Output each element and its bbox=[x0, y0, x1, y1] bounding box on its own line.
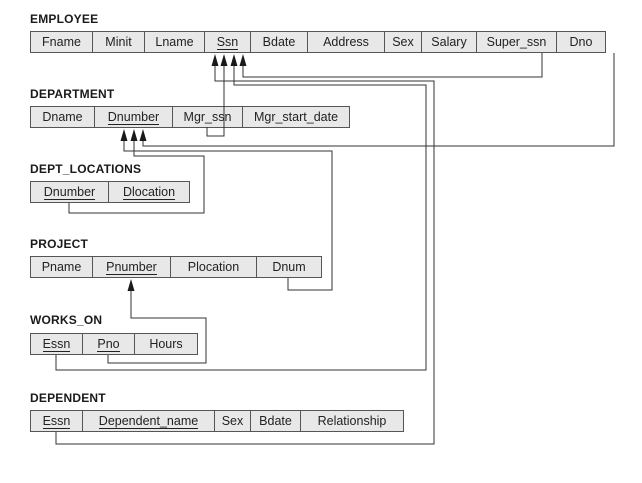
column-minit: Minit bbox=[93, 32, 145, 52]
column-pname: Pname bbox=[31, 257, 93, 277]
table-department: Dname Dnumber Mgr_ssn Mgr_start_date bbox=[30, 106, 350, 128]
column-bdate: Bdate bbox=[251, 411, 301, 431]
column-address: Address bbox=[308, 32, 385, 52]
column-dlocation: Dlocation bbox=[122, 185, 176, 200]
column-dno: Dno bbox=[569, 35, 593, 49]
column-dependent-name: Dependent_name bbox=[83, 411, 215, 431]
column-mgr-start-date: Mgr_start_date bbox=[253, 110, 339, 124]
column-pno: Pno bbox=[83, 334, 135, 354]
column-hours: Hours bbox=[149, 337, 183, 351]
column-sex: Sex bbox=[215, 411, 251, 431]
column-salary: Salary bbox=[422, 32, 477, 52]
arrowhead-dno bbox=[139, 129, 147, 141]
table-project: Pname Pnumber Plocation Dnum bbox=[30, 256, 322, 278]
column-dnumber: Dnumber bbox=[31, 182, 109, 202]
table-dependent: Essn Dependent_name Sex Bdate Relationsh… bbox=[30, 410, 404, 432]
column-mgr-ssn: Mgr_ssn bbox=[173, 107, 243, 127]
column-ssn: Ssn bbox=[205, 32, 251, 52]
arrowhead-dept-locations-dnumber bbox=[130, 129, 138, 141]
column-super-ssn: Super_ssn bbox=[477, 32, 557, 52]
table-works-on: Essn Pno Hours bbox=[30, 333, 198, 355]
arrowhead-pno bbox=[127, 279, 135, 291]
column-essn: Essn bbox=[31, 334, 83, 354]
arrowhead-dnum bbox=[120, 129, 128, 141]
arrowhead-dependent-essn bbox=[211, 54, 219, 66]
table-title-dependent: DEPENDENT bbox=[30, 391, 106, 405]
table-title-works-on: WORKS_ON bbox=[30, 313, 103, 327]
column-lname: Lname bbox=[145, 32, 205, 52]
column-sex: Sex bbox=[385, 32, 422, 52]
table-dept-locations: Dnumber Dlocation bbox=[30, 181, 190, 203]
arrowhead-mgr-ssn bbox=[220, 54, 228, 66]
table-title-department: DEPARTMENT bbox=[30, 87, 115, 101]
table-employee: Fname Minit Lname Ssn Bdate Address Sex … bbox=[30, 31, 606, 53]
arrowhead-works-on-essn bbox=[230, 54, 238, 66]
column-dnum: Dnum bbox=[272, 260, 306, 274]
column-plocation: Plocation bbox=[171, 257, 257, 277]
table-title-project: PROJECT bbox=[30, 237, 89, 251]
reference-line-dno bbox=[142, 53, 615, 147]
column-pnumber: Pnumber bbox=[93, 257, 171, 277]
column-dname: Dname bbox=[31, 107, 95, 127]
column-essn: Essn bbox=[31, 411, 83, 431]
column-fname: Fname bbox=[31, 32, 93, 52]
table-title-dept-locations: DEPT_LOCATIONS bbox=[30, 162, 142, 176]
column-bdate: Bdate bbox=[251, 32, 308, 52]
column-dnumber: Dnumber bbox=[95, 107, 173, 127]
arrowhead-super-ssn bbox=[239, 54, 247, 66]
table-title-employee: EMPLOYEE bbox=[30, 12, 99, 26]
reference-line-super-ssn bbox=[242, 53, 543, 78]
column-relationship: Relationship bbox=[317, 414, 387, 428]
